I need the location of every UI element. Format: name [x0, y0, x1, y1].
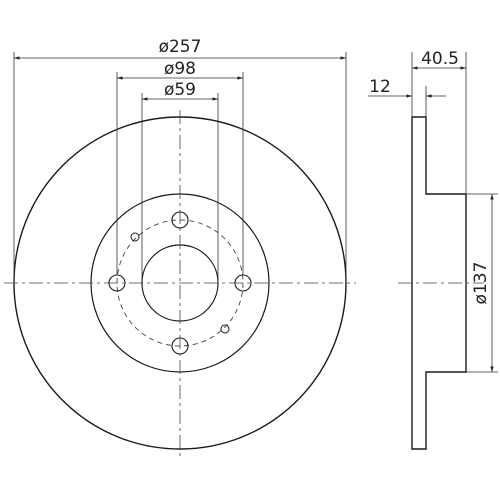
total-height-dimension: 40.5 — [411, 49, 467, 194]
pcd-diameter-label: ø98 — [164, 59, 196, 79]
bore-diameter-label: ø59 — [164, 80, 196, 100]
locating-hole-lower-right — [220, 324, 230, 334]
outer-diameter-label: ø257 — [159, 37, 202, 57]
hub-diameter-dimension: ø137 — [466, 193, 498, 373]
thickness-dimension: 12 — [368, 77, 446, 117]
pcd-diameter-dimension: ø98 — [116, 59, 244, 275]
total-height-label: 40.5 — [421, 49, 459, 69]
hub-diameter-label: ø137 — [471, 262, 491, 305]
thickness-label: 12 — [369, 77, 391, 97]
locating-hole-upper-left — [130, 232, 140, 242]
bore-diameter-dimension: ø59 — [141, 80, 219, 283]
front-view — [4, 110, 356, 456]
outer-diameter-dimension: ø257 — [13, 37, 347, 283]
